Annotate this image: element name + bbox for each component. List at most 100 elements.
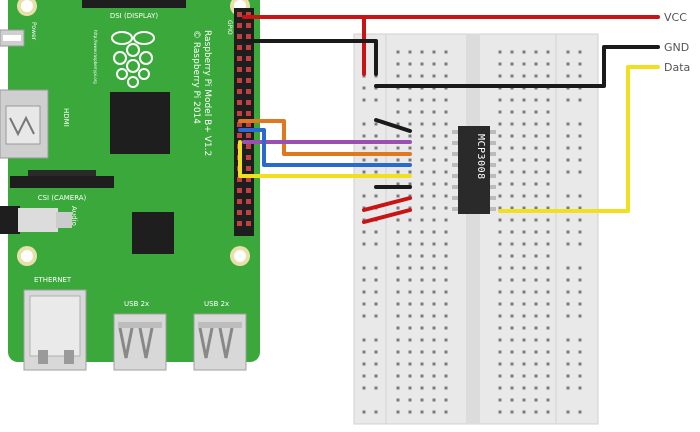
breadboard-hole xyxy=(566,206,570,210)
breadboard-hole xyxy=(546,278,550,282)
dsi-label: DSI (DISPLAY) xyxy=(110,12,159,20)
breadboard-hole xyxy=(566,350,570,354)
chip-pin xyxy=(452,141,460,145)
breadboard-hole xyxy=(566,386,570,390)
breadboard-hole xyxy=(498,362,502,366)
breadboard-hole xyxy=(420,74,424,78)
breadboard-hole xyxy=(396,158,400,162)
breadboard-hole xyxy=(546,206,550,210)
breadboard-hole xyxy=(498,74,502,78)
breadboard-hole xyxy=(510,374,514,378)
breadboard-hole xyxy=(546,290,550,294)
breadboard-hole xyxy=(534,98,538,102)
gpio-pin xyxy=(246,133,251,138)
breadboard-hole xyxy=(522,74,526,78)
gpio-pin xyxy=(237,12,242,17)
breadboard-hole xyxy=(396,50,400,54)
breadboard-hole xyxy=(408,410,412,414)
breadboard-hole xyxy=(510,158,514,162)
breadboard-hole xyxy=(432,218,436,222)
wire-red-jumper-2 xyxy=(362,208,412,224)
breadboard-hole xyxy=(444,206,448,210)
breadboard-hole xyxy=(546,218,550,222)
breadboard-hole xyxy=(546,374,550,378)
breadboard-hole xyxy=(510,242,514,246)
breadboard-hole xyxy=(420,182,424,186)
breadboard-hole xyxy=(534,122,538,126)
hdmi-label: HDMI xyxy=(62,108,70,127)
breadboard-hole xyxy=(546,350,550,354)
breadboard-hole xyxy=(374,170,378,174)
breadboard-hole xyxy=(566,50,570,54)
gpio-pin xyxy=(246,188,251,193)
gpio-pin xyxy=(237,45,242,50)
breadboard-hole xyxy=(420,338,424,342)
breadboard-hole xyxy=(444,374,448,378)
breadboard-hole xyxy=(498,158,502,162)
gpio-pin xyxy=(246,89,251,94)
chip-pin xyxy=(452,163,460,167)
breadboard-hole xyxy=(432,302,436,306)
breadboard-hole xyxy=(498,134,502,138)
breadboard-hole xyxy=(444,230,448,234)
breadboard-hole xyxy=(408,338,412,342)
breadboard-hole xyxy=(578,194,582,198)
breadboard-hole xyxy=(578,302,582,306)
chip-pin xyxy=(452,185,460,189)
breadboard-hole xyxy=(546,302,550,306)
breadboard-hole xyxy=(362,86,366,90)
breadboard-hole xyxy=(432,278,436,282)
breadboard-hole xyxy=(578,206,582,210)
chip-pin xyxy=(488,163,496,167)
breadboard-hole xyxy=(578,314,582,318)
breadboard-hole xyxy=(396,410,400,414)
breadboard-hole xyxy=(432,110,436,114)
breadboard-hole xyxy=(510,170,514,174)
breadboard-hole xyxy=(566,218,570,222)
chip-pin xyxy=(488,152,496,156)
breadboard-hole xyxy=(498,326,502,330)
breadboard-hole xyxy=(374,146,378,150)
breadboard-hole xyxy=(498,62,502,66)
breadboard-hole xyxy=(534,374,538,378)
breadboard-hole xyxy=(444,74,448,78)
breadboard-hole xyxy=(444,134,448,138)
audio-label: Audio xyxy=(70,206,78,226)
breadboard-hole xyxy=(374,98,378,102)
breadboard-hole xyxy=(408,134,412,138)
breadboard-hole xyxy=(432,146,436,150)
breadboard-hole xyxy=(432,122,436,126)
breadboard-hole xyxy=(420,278,424,282)
breadboard-hole xyxy=(396,386,400,390)
breadboard-hole xyxy=(444,158,448,162)
gpio-pin xyxy=(246,78,251,83)
breadboard-hole xyxy=(432,350,436,354)
breadboard-hole xyxy=(534,350,538,354)
breadboard-hole xyxy=(578,266,582,270)
breadboard-hole xyxy=(420,290,424,294)
breadboard-hole xyxy=(362,230,366,234)
breadboard-hole xyxy=(362,338,366,342)
gpio-pin xyxy=(246,23,251,28)
breadboard-center-channel xyxy=(466,34,480,424)
breadboard-hole xyxy=(546,110,550,114)
breadboard-hole xyxy=(432,362,436,366)
breadboard-hole xyxy=(444,146,448,150)
breadboard-hole xyxy=(362,350,366,354)
breadboard-hole xyxy=(522,326,526,330)
breadboard-hole xyxy=(396,74,400,78)
breadboard-hole xyxy=(432,242,436,246)
breadboard-hole xyxy=(534,278,538,282)
breadboard-hole xyxy=(408,290,412,294)
breadboard-hole xyxy=(522,302,526,306)
breadboard-hole xyxy=(534,182,538,186)
breadboard-hole xyxy=(510,362,514,366)
breadboard-hole xyxy=(444,362,448,366)
breadboard-hole xyxy=(522,98,526,102)
breadboard-hole xyxy=(546,314,550,318)
breadboard-hole xyxy=(420,386,424,390)
chip-pin xyxy=(452,196,460,200)
breadboard-hole xyxy=(432,98,436,102)
breadboard-hole xyxy=(396,62,400,66)
breadboard-hole xyxy=(432,374,436,378)
